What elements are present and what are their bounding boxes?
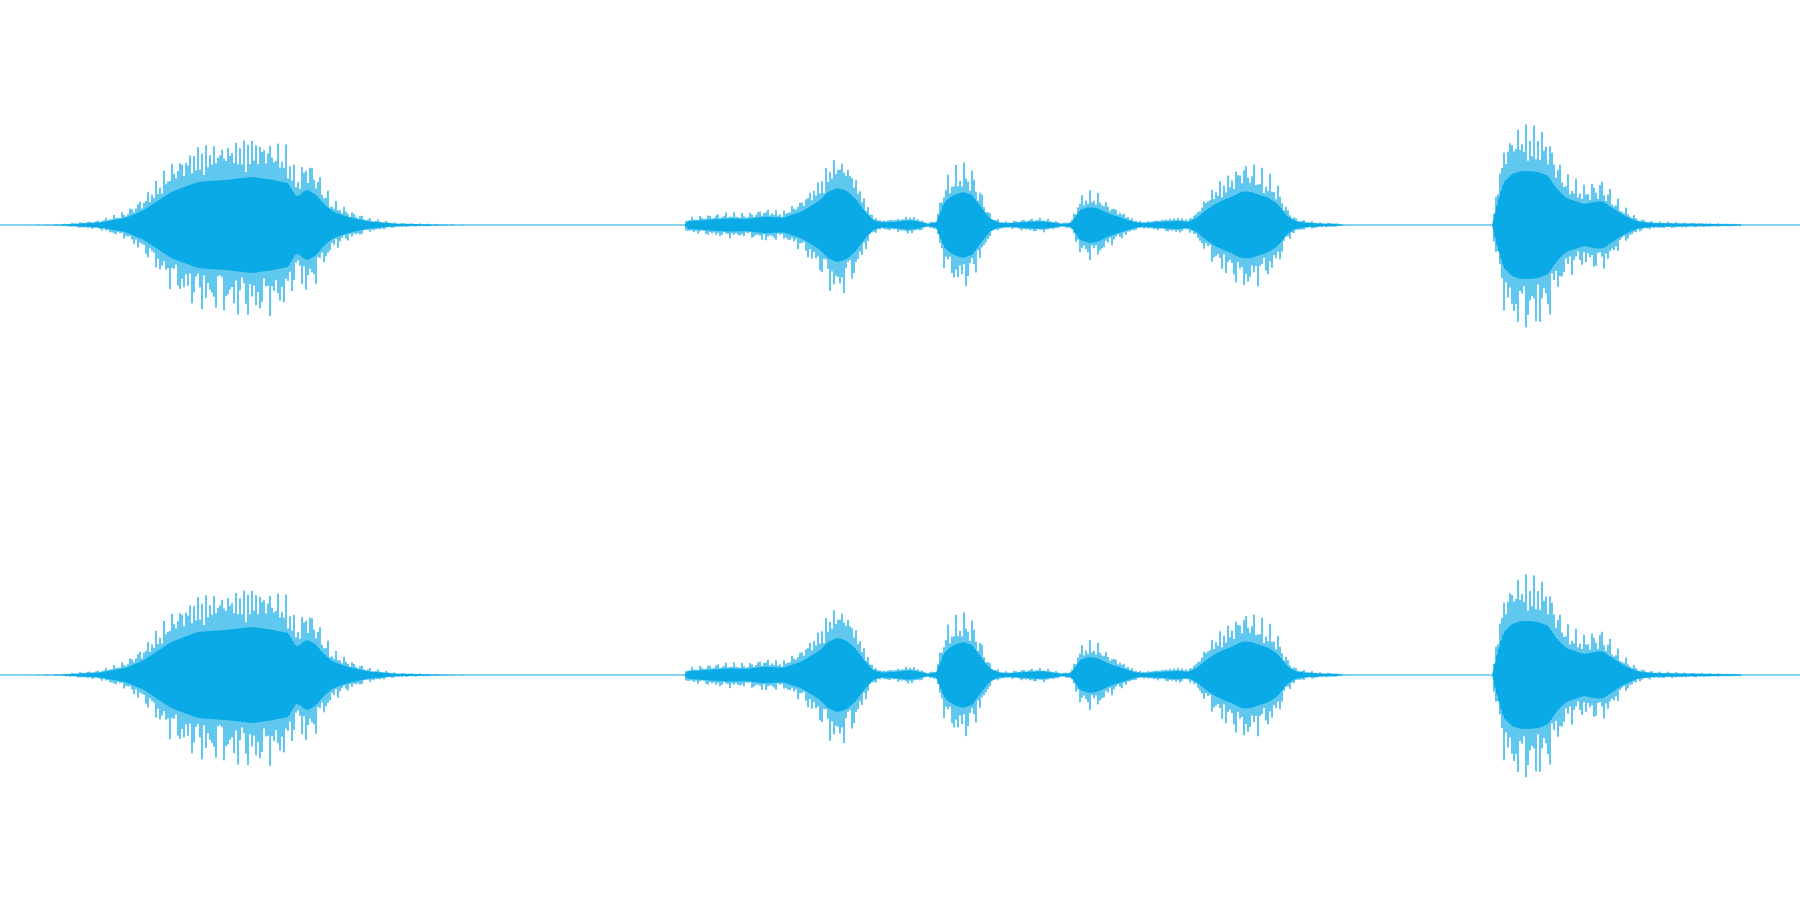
waveform-channel-bottom (0, 574, 1800, 778)
waveform-envelope-core (0, 621, 1800, 729)
waveform-channel-top (0, 124, 1800, 328)
waveform-envelope-core (0, 171, 1800, 279)
